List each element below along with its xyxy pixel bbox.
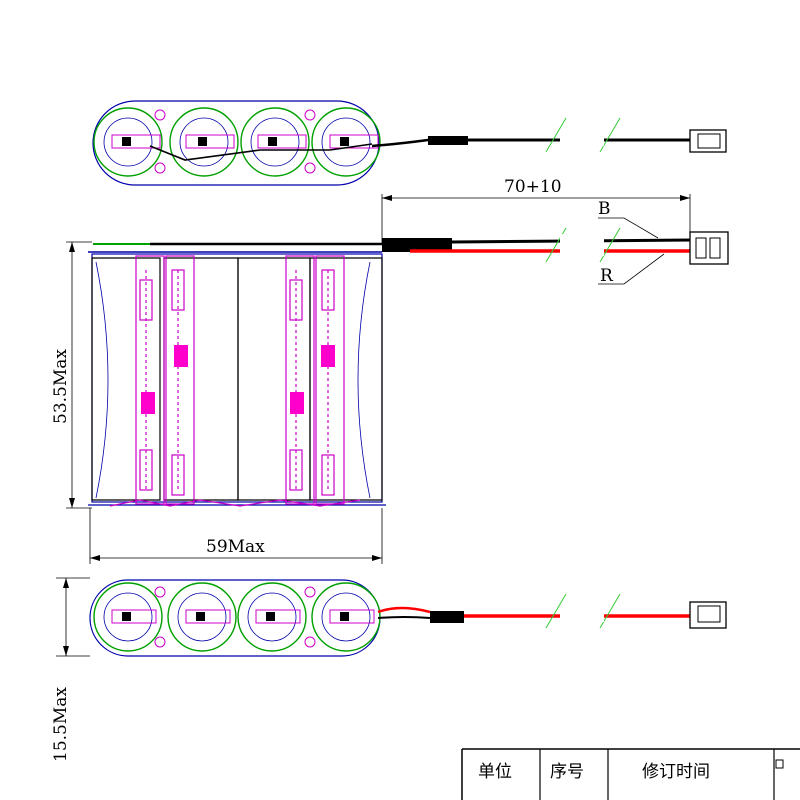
top-tabs xyxy=(111,109,379,174)
bottom-connector xyxy=(689,601,727,629)
front-view: 70+10 xyxy=(51,177,729,564)
cell xyxy=(240,107,310,177)
front-connector xyxy=(689,231,729,265)
front-heatshrink xyxy=(382,238,452,252)
bottom-break-marks xyxy=(545,593,621,629)
wire-length-label: 70+10 xyxy=(504,177,562,197)
top-heatshrink xyxy=(428,136,468,145)
top-wire-fan xyxy=(371,138,429,148)
top-internal-lead xyxy=(149,143,373,161)
top-connector xyxy=(689,129,727,153)
height-dimension: 53.5Max xyxy=(51,241,92,509)
thickness-label: 15.5Max xyxy=(51,687,71,762)
cell xyxy=(237,582,307,652)
wire-callouts xyxy=(598,217,665,285)
front-break-gap xyxy=(560,234,604,256)
top-break-gap xyxy=(560,134,604,146)
red-wire-label: R xyxy=(600,266,614,286)
title-block-revision-time: 修订时间 xyxy=(642,762,710,782)
top-cells xyxy=(93,107,381,177)
title-block: 单位 序号 修订时间 xyxy=(461,748,800,800)
cell xyxy=(167,582,237,652)
cell xyxy=(93,582,163,652)
cell xyxy=(169,107,239,177)
bottom-view: 15.5Max xyxy=(51,577,727,762)
cell-curves xyxy=(95,261,371,499)
bottom-heatshrink xyxy=(430,611,464,623)
bottom-cells xyxy=(93,582,381,652)
cell-body xyxy=(309,257,383,501)
cell-body xyxy=(91,257,161,501)
title-block-unit: 单位 xyxy=(478,762,512,782)
bottom-break-gap xyxy=(560,610,604,622)
thickness-dimension: 15.5Max xyxy=(51,577,90,762)
width-dimension: 59Max xyxy=(89,508,383,564)
top-pack-outline xyxy=(92,100,380,186)
cell xyxy=(311,107,381,177)
bottom-red-lead xyxy=(377,606,431,614)
bottom-tabs xyxy=(111,586,375,648)
cell xyxy=(93,107,163,177)
fuse-elements xyxy=(141,345,335,414)
bottom-black-lead xyxy=(377,616,431,619)
black-wire-label: B xyxy=(598,199,611,219)
top-break-marks xyxy=(545,117,621,153)
wire-length-dimension: 70+10 xyxy=(381,177,691,245)
top-view xyxy=(92,100,727,186)
tab-assemblies xyxy=(109,255,361,507)
front-break-marks xyxy=(545,227,621,263)
cell-body xyxy=(163,257,239,501)
width-label: 59Max xyxy=(206,537,265,557)
bottom-terminals xyxy=(122,612,349,621)
bottom-pack-outline xyxy=(89,579,381,657)
top-terminals xyxy=(122,137,349,146)
title-block-serial: 序号 xyxy=(550,762,584,782)
height-label: 53.5Max xyxy=(51,349,71,424)
cell-body xyxy=(237,257,311,501)
